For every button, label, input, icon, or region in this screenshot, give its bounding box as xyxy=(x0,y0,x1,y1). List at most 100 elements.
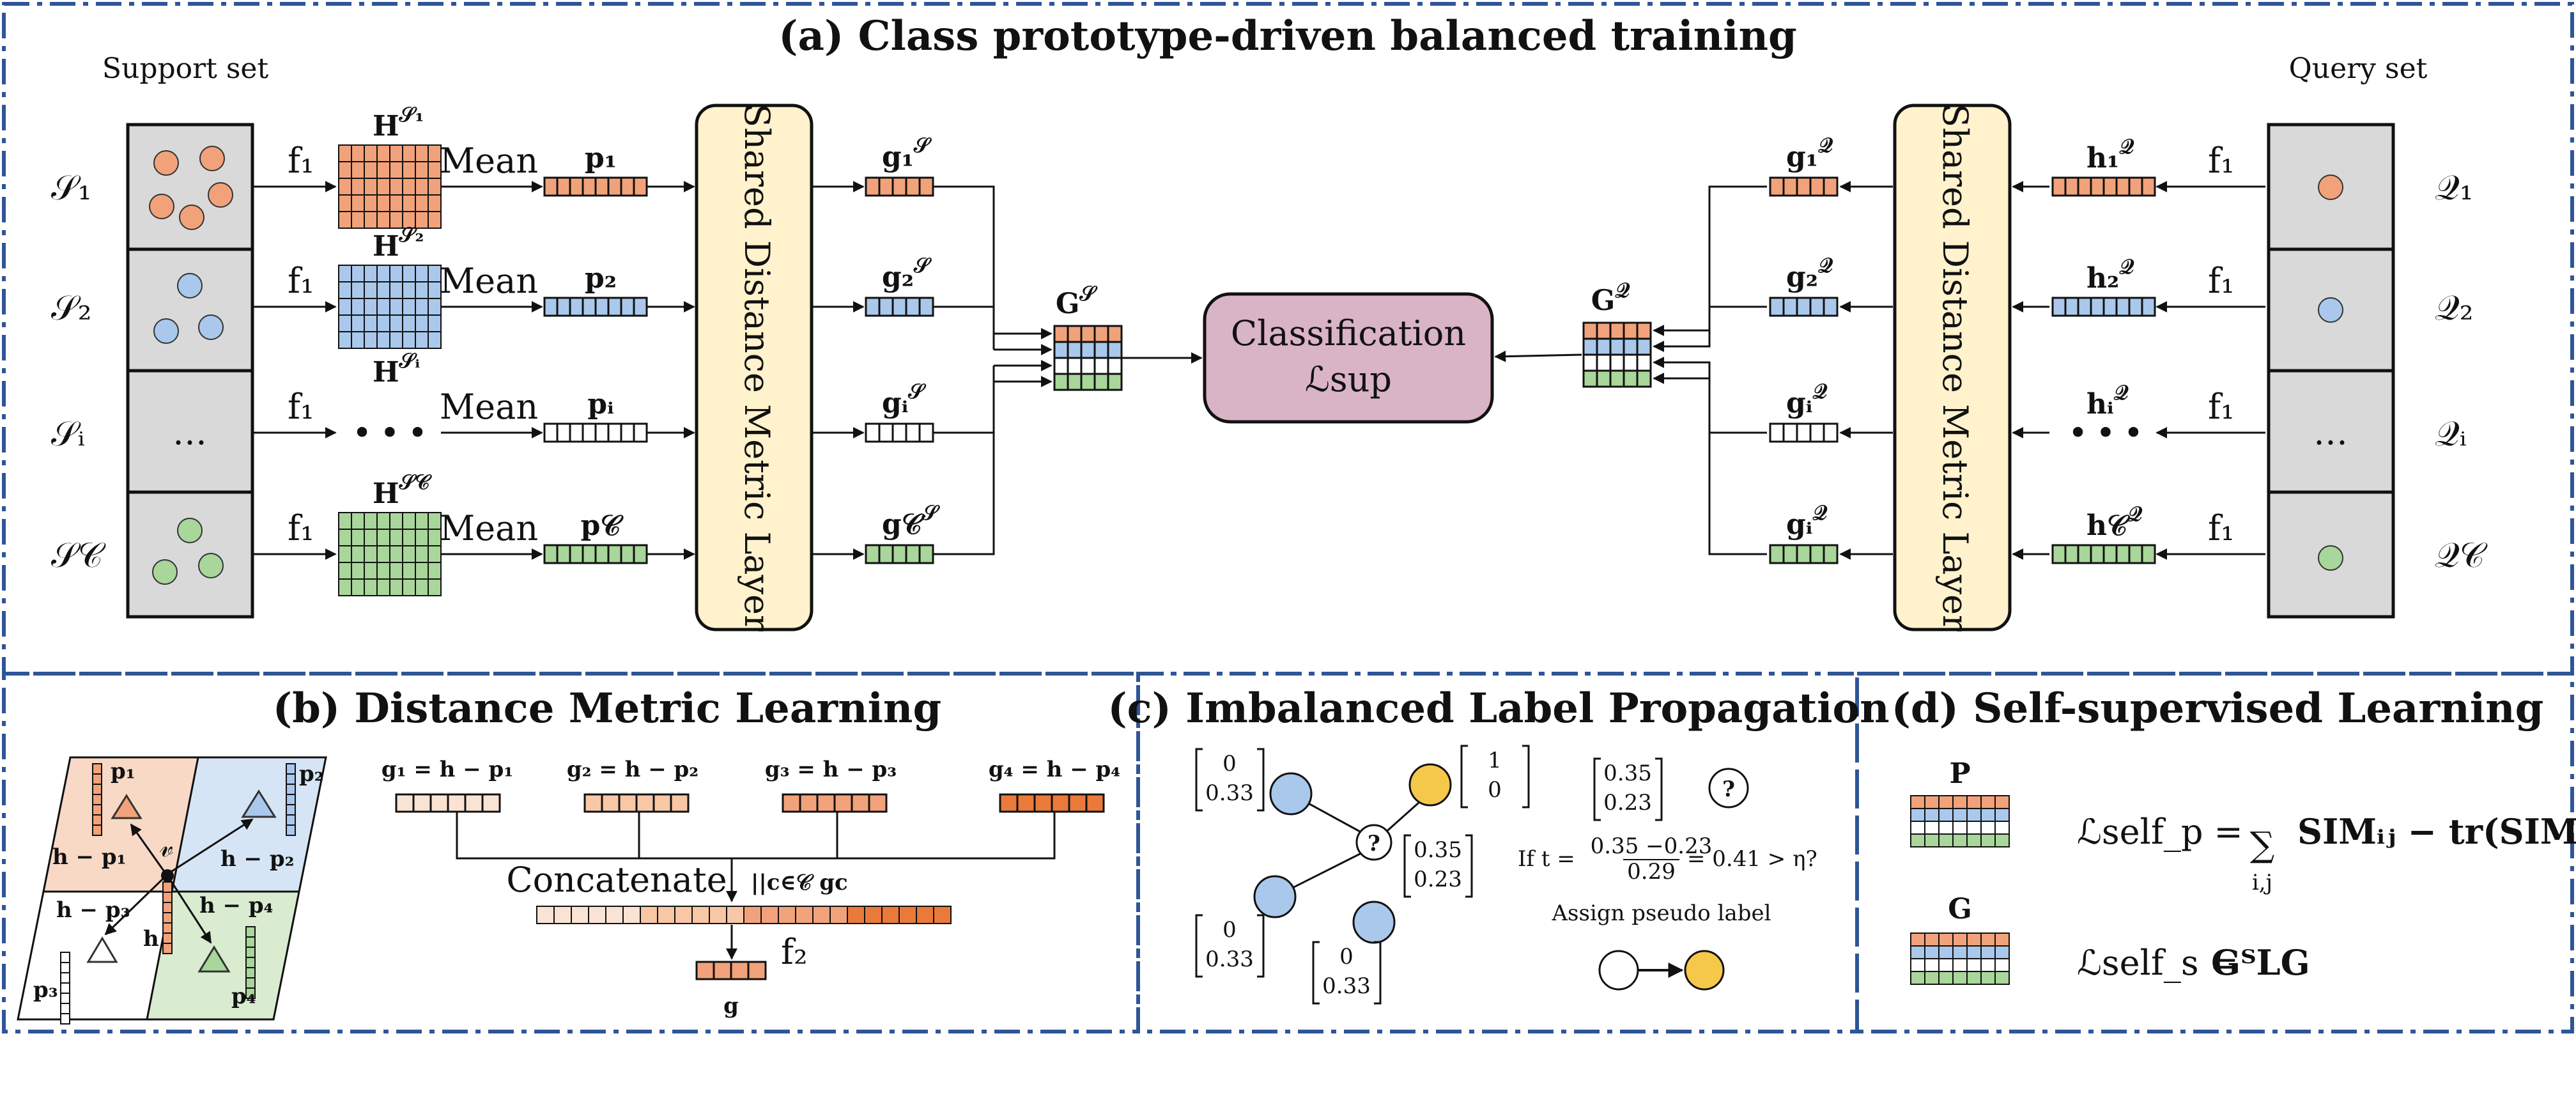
concat-cells xyxy=(536,906,952,924)
g2-vector xyxy=(583,793,690,813)
prototype-vectors xyxy=(60,763,296,1025)
g1-eq: g₁ = h − p₁ xyxy=(382,757,513,782)
diff-4-label: h − p₄ xyxy=(199,893,274,918)
diff-arrows xyxy=(104,818,254,944)
support-g-label-0: g₁𝒮 xyxy=(882,133,932,173)
g-vectors xyxy=(395,793,1105,813)
panel-d-title: (d) Self-supervised Learning xyxy=(1892,685,2544,732)
query-g-vector-0 xyxy=(1769,176,1839,197)
query-blue-sample xyxy=(2318,297,2343,323)
vec-top-left: 00.33 xyxy=(1195,748,1265,812)
support-g-vector-0 xyxy=(865,176,934,197)
query-g-label-0: g₁𝒬 xyxy=(1786,133,1833,173)
panel-a: (a) Class prototype-driven balanced trai… xyxy=(51,12,2488,631)
node-blue-2 xyxy=(1253,875,1297,918)
diff-3-label: h − p₃ xyxy=(56,897,130,923)
query-h-vector-3 xyxy=(2051,544,2156,564)
support-g-label-2: gᵢ𝒮 xyxy=(882,379,927,419)
panel-d: (d) Self-supervised Learning P G ℒself_p… xyxy=(1892,685,2576,985)
query-h-label-0: h₁𝒬 xyxy=(2086,134,2134,174)
proto-triangles xyxy=(86,789,277,973)
right-question: ? xyxy=(1722,777,1735,802)
svg-text:0.33: 0.33 xyxy=(1205,947,1254,972)
right-question-node xyxy=(1708,768,1749,808)
support-H-dots-2: • • • xyxy=(353,417,426,449)
query-h-vector-0 xyxy=(2051,176,2156,197)
query-set-label: Query set xyxy=(2289,52,2428,85)
support-mean-label-1: Mean xyxy=(440,261,538,301)
query-g-label-2: gᵢ𝒬 xyxy=(1786,379,1828,419)
support-g-vector-1 xyxy=(865,297,934,317)
classification-box: Classification ℒsup xyxy=(1203,292,1494,424)
support-H-label-3: H𝒮𝒞 xyxy=(373,470,432,510)
node-unlabeled xyxy=(1355,824,1392,861)
query-h-label-2: hᵢ𝒬 xyxy=(2086,380,2129,421)
p3-label: p₃ xyxy=(33,977,58,1003)
svg-text:ℒself_p =: ℒself_p = xyxy=(2077,812,2243,852)
support-prototype-vector-2 xyxy=(543,422,648,443)
svg-text:0: 0 xyxy=(1222,751,1237,777)
support-f1-label-1: f₁ xyxy=(288,261,314,301)
support-set-label-3: 𝒮𝒞 xyxy=(51,535,106,575)
support-prototype-vector-3 xyxy=(543,544,648,564)
panel-b-border xyxy=(2,672,1140,1033)
query-set-stack: … xyxy=(2267,123,2395,619)
support-mean-label-3: Mean xyxy=(440,508,538,548)
svg-text:SIMᵢⱼ − tr(SIM): SIMᵢⱼ − tr(SIM) xyxy=(2297,811,2576,852)
svg-text:ℒself_s =: ℒself_s = xyxy=(2077,943,2239,983)
svg-text:0: 0 xyxy=(1488,777,1502,803)
svg-text:0.33: 0.33 xyxy=(1322,973,1371,999)
support-set-label-0: 𝒮₁ xyxy=(51,167,91,208)
assign-from-node xyxy=(1598,950,1639,991)
p4-vector xyxy=(245,926,256,999)
node-blue-1 xyxy=(1269,772,1313,816)
support-H-matrix-3 xyxy=(338,512,442,596)
svg-text:= 0.41 > η?: = 0.41 > η? xyxy=(1687,846,1817,872)
query-g-label-1: g₂𝒬 xyxy=(1786,253,1833,293)
panel-c: (c) Imbalanced Label Propagation ? 00.33… xyxy=(1107,685,1890,1005)
loss-self-p: ℒself_p = ∑ i,j SIMᵢⱼ − tr(SIM) xyxy=(2077,811,2576,895)
G-matrix-cells xyxy=(1910,932,2010,985)
svg-text:Classification: Classification xyxy=(1231,313,1466,353)
g1-vector xyxy=(395,793,501,813)
support-g-label-3: g𝒞𝒮 xyxy=(882,500,941,541)
panel-borders xyxy=(2,2,2574,1033)
svg-text:i,j: i,j xyxy=(2252,870,2272,895)
concat-vector xyxy=(536,906,952,924)
query-ellipsis: … xyxy=(2313,412,2348,453)
P-matrix-cells xyxy=(1910,795,2010,847)
support-H-label-0: H𝒮₁ xyxy=(373,102,424,143)
support-prototype-vector-1 xyxy=(543,297,648,317)
support-G-matrix xyxy=(1053,325,1123,391)
query-G-label: G𝒬 xyxy=(1591,278,1631,317)
query-metric-layer: Shared Distance Metric Layer xyxy=(1893,104,2012,631)
svg-text:0.29: 0.29 xyxy=(1627,859,1676,885)
support-prototype-label-1: p₂ xyxy=(585,262,617,295)
support-f1-label-3: f₁ xyxy=(288,508,314,548)
support-f1-label-0: f₁ xyxy=(288,141,314,181)
svg-text:0: 0 xyxy=(1222,917,1237,943)
G-matrix xyxy=(1910,932,2010,985)
p2-label: p₂ xyxy=(299,761,324,787)
query-set-label-2: 𝒬ᵢ xyxy=(2435,414,2467,454)
svg-text:1: 1 xyxy=(1488,748,1502,773)
concat-label: Concatenate xyxy=(506,860,727,900)
query-connectors xyxy=(1653,185,1767,555)
query-h-vector-1 xyxy=(2051,297,2156,317)
support-H-matrix-0 xyxy=(338,144,442,229)
support-set-stack: … xyxy=(126,123,254,619)
query-h-dots-2: • • • xyxy=(2069,417,2142,449)
support-green-samples xyxy=(152,518,224,585)
concat-op: ||c∈𝒞 gc xyxy=(751,870,848,895)
query-h-label-3: h𝒞𝒬 xyxy=(2086,502,2143,542)
diff-2-label: h − p₂ xyxy=(220,846,295,872)
support-metric-layer: Shared Distance Metric Layer xyxy=(695,104,814,631)
query-set-label-0: 𝒬₁ xyxy=(2435,167,2473,208)
support-mean-label-2: Mean xyxy=(440,387,538,427)
support-H-label-2: H𝒮ᵢ xyxy=(373,348,420,389)
support-prototype-label-3: p𝒞 xyxy=(581,509,624,542)
svg-text:0.23: 0.23 xyxy=(1603,790,1652,816)
